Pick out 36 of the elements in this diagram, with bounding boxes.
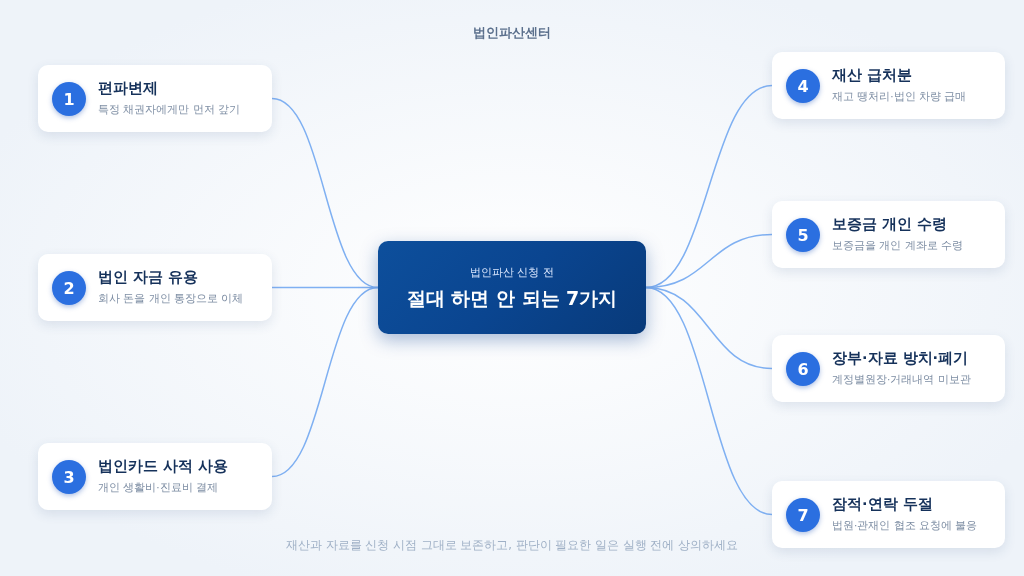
item-heading: 장부·자료 방치·폐기	[832, 349, 969, 368]
item-heading: 편파변제	[98, 79, 158, 98]
item-heading: 재산 급처분	[832, 66, 913, 85]
item-heading: 법인 자금 유용	[98, 268, 199, 287]
item-description: 계정별원장·거래내역 미보관	[832, 373, 971, 387]
number-circle: 6	[786, 352, 820, 386]
item-description: 보증금을 개인 계좌로 수령	[832, 239, 963, 253]
item-description: 회사 돈을 개인 통장으로 이체	[98, 292, 244, 306]
connector-line	[271, 97, 379, 289]
number-circle: 1	[52, 82, 86, 116]
footer-note: 재산과 자료를 신청 시점 그대로 보존하고, 판단이 필요한 일은 실행 전에 상의하세요	[285, 538, 739, 553]
item-heading: 잠적·연락 두절	[832, 495, 933, 514]
item-description: 특정 채권자에게만 먼저 갚기	[98, 103, 240, 117]
number-circle: 5	[786, 218, 820, 252]
item-description: 개인 생활비·진료비 결제	[98, 481, 218, 495]
item-description: 법원·관재인 협조 요청에 불응	[832, 519, 978, 533]
topic-subtitle: 법인파산 신청 전	[469, 265, 555, 280]
connector-line	[645, 286, 773, 516]
item-card	[772, 201, 1005, 268]
item-card	[772, 335, 1005, 402]
header-title: 법인파산센터	[472, 24, 552, 42]
connector-line	[271, 286, 379, 478]
central-topic-box	[378, 241, 646, 334]
number-circle: 4	[786, 69, 820, 103]
item-card	[772, 481, 1005, 548]
topic-heading: 절대 하면 안 되는 7가지	[405, 286, 619, 311]
item-card	[38, 254, 272, 321]
item-description: 재고 땡처리·법인 차량 급매	[832, 90, 967, 104]
item-heading: 법인카드 사적 사용	[98, 457, 229, 476]
item-card	[38, 443, 272, 510]
item-heading: 보증금 개인 수령	[832, 215, 948, 234]
item-card	[38, 65, 272, 132]
number-circle: 2	[52, 271, 86, 305]
item-card	[772, 52, 1005, 119]
number-circle: 7	[786, 498, 820, 532]
number-circle: 3	[52, 460, 86, 494]
